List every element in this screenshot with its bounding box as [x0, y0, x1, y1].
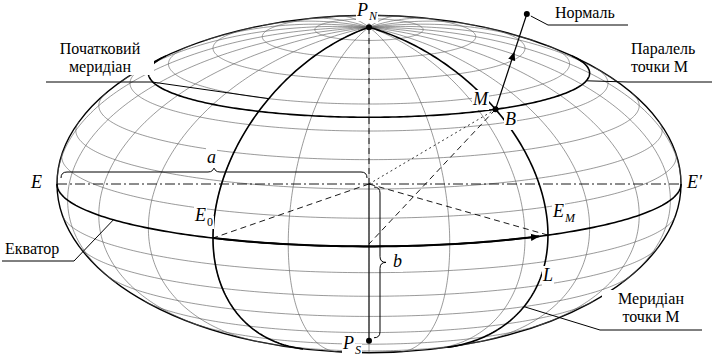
axis-letter: a [206, 148, 217, 168]
initial-meridian [213, 27, 369, 349]
meridian-line [369, 21, 476, 27]
point-dot [524, 11, 530, 17]
meridian-line [288, 27, 369, 352]
initial-meridian-leader [46, 82, 269, 99]
parallel-of-point [148, 56, 589, 117]
meridian-line [369, 27, 370, 352]
meridian-line [369, 27, 525, 349]
angle-letter: B [504, 110, 517, 130]
polar-axis [369, 27, 370, 184]
callout-label: Нормаль [554, 4, 616, 22]
radius-line [369, 109, 496, 184]
callout-label: Початковий меридіан [46, 40, 154, 75]
point-dot [493, 106, 499, 112]
normal-arrow [496, 52, 515, 109]
normal-line [514, 14, 527, 52]
meridian-line [148, 27, 369, 342]
pole-subscript: S [354, 344, 362, 357]
callout-label: Меридіан точки M [602, 290, 700, 325]
normal-inner-line [369, 109, 496, 244]
point-letter: E′ [686, 173, 703, 193]
semi-minor-brace [374, 187, 386, 338]
equator-line [57, 184, 681, 246]
angle-letter: L [542, 266, 554, 286]
meridian-of-point [369, 27, 548, 347]
meridian-line [213, 27, 369, 349]
meridian-line [369, 18, 432, 27]
meridian-line [369, 27, 670, 283]
radius-line [213, 184, 369, 238]
point-dot [366, 338, 372, 344]
point-subscript: M [564, 212, 576, 225]
radius-line [369, 184, 548, 235]
longitude-arrow [213, 236, 539, 246]
meridian-line [369, 27, 450, 352]
point-dot [366, 24, 372, 30]
pole-subscript: N [368, 10, 378, 23]
axis-letter: b [392, 252, 403, 272]
meridian-line [369, 27, 639, 325]
meridian-line [369, 27, 590, 342]
semi-major-brace [61, 166, 367, 178]
point-letter: E [30, 173, 43, 193]
point-subscript: 0 [206, 216, 214, 229]
polar-axis [369, 184, 370, 341]
callout-label: Екватор [4, 240, 60, 258]
equator-leader [2, 220, 113, 261]
meridian-line [369, 24, 535, 41]
parallel-leader [586, 81, 712, 82]
point-letter: M [472, 90, 489, 110]
meridian-line [369, 26, 619, 83]
callout-label: Паралель точки M [630, 40, 714, 75]
meridian-line [119, 26, 369, 83]
